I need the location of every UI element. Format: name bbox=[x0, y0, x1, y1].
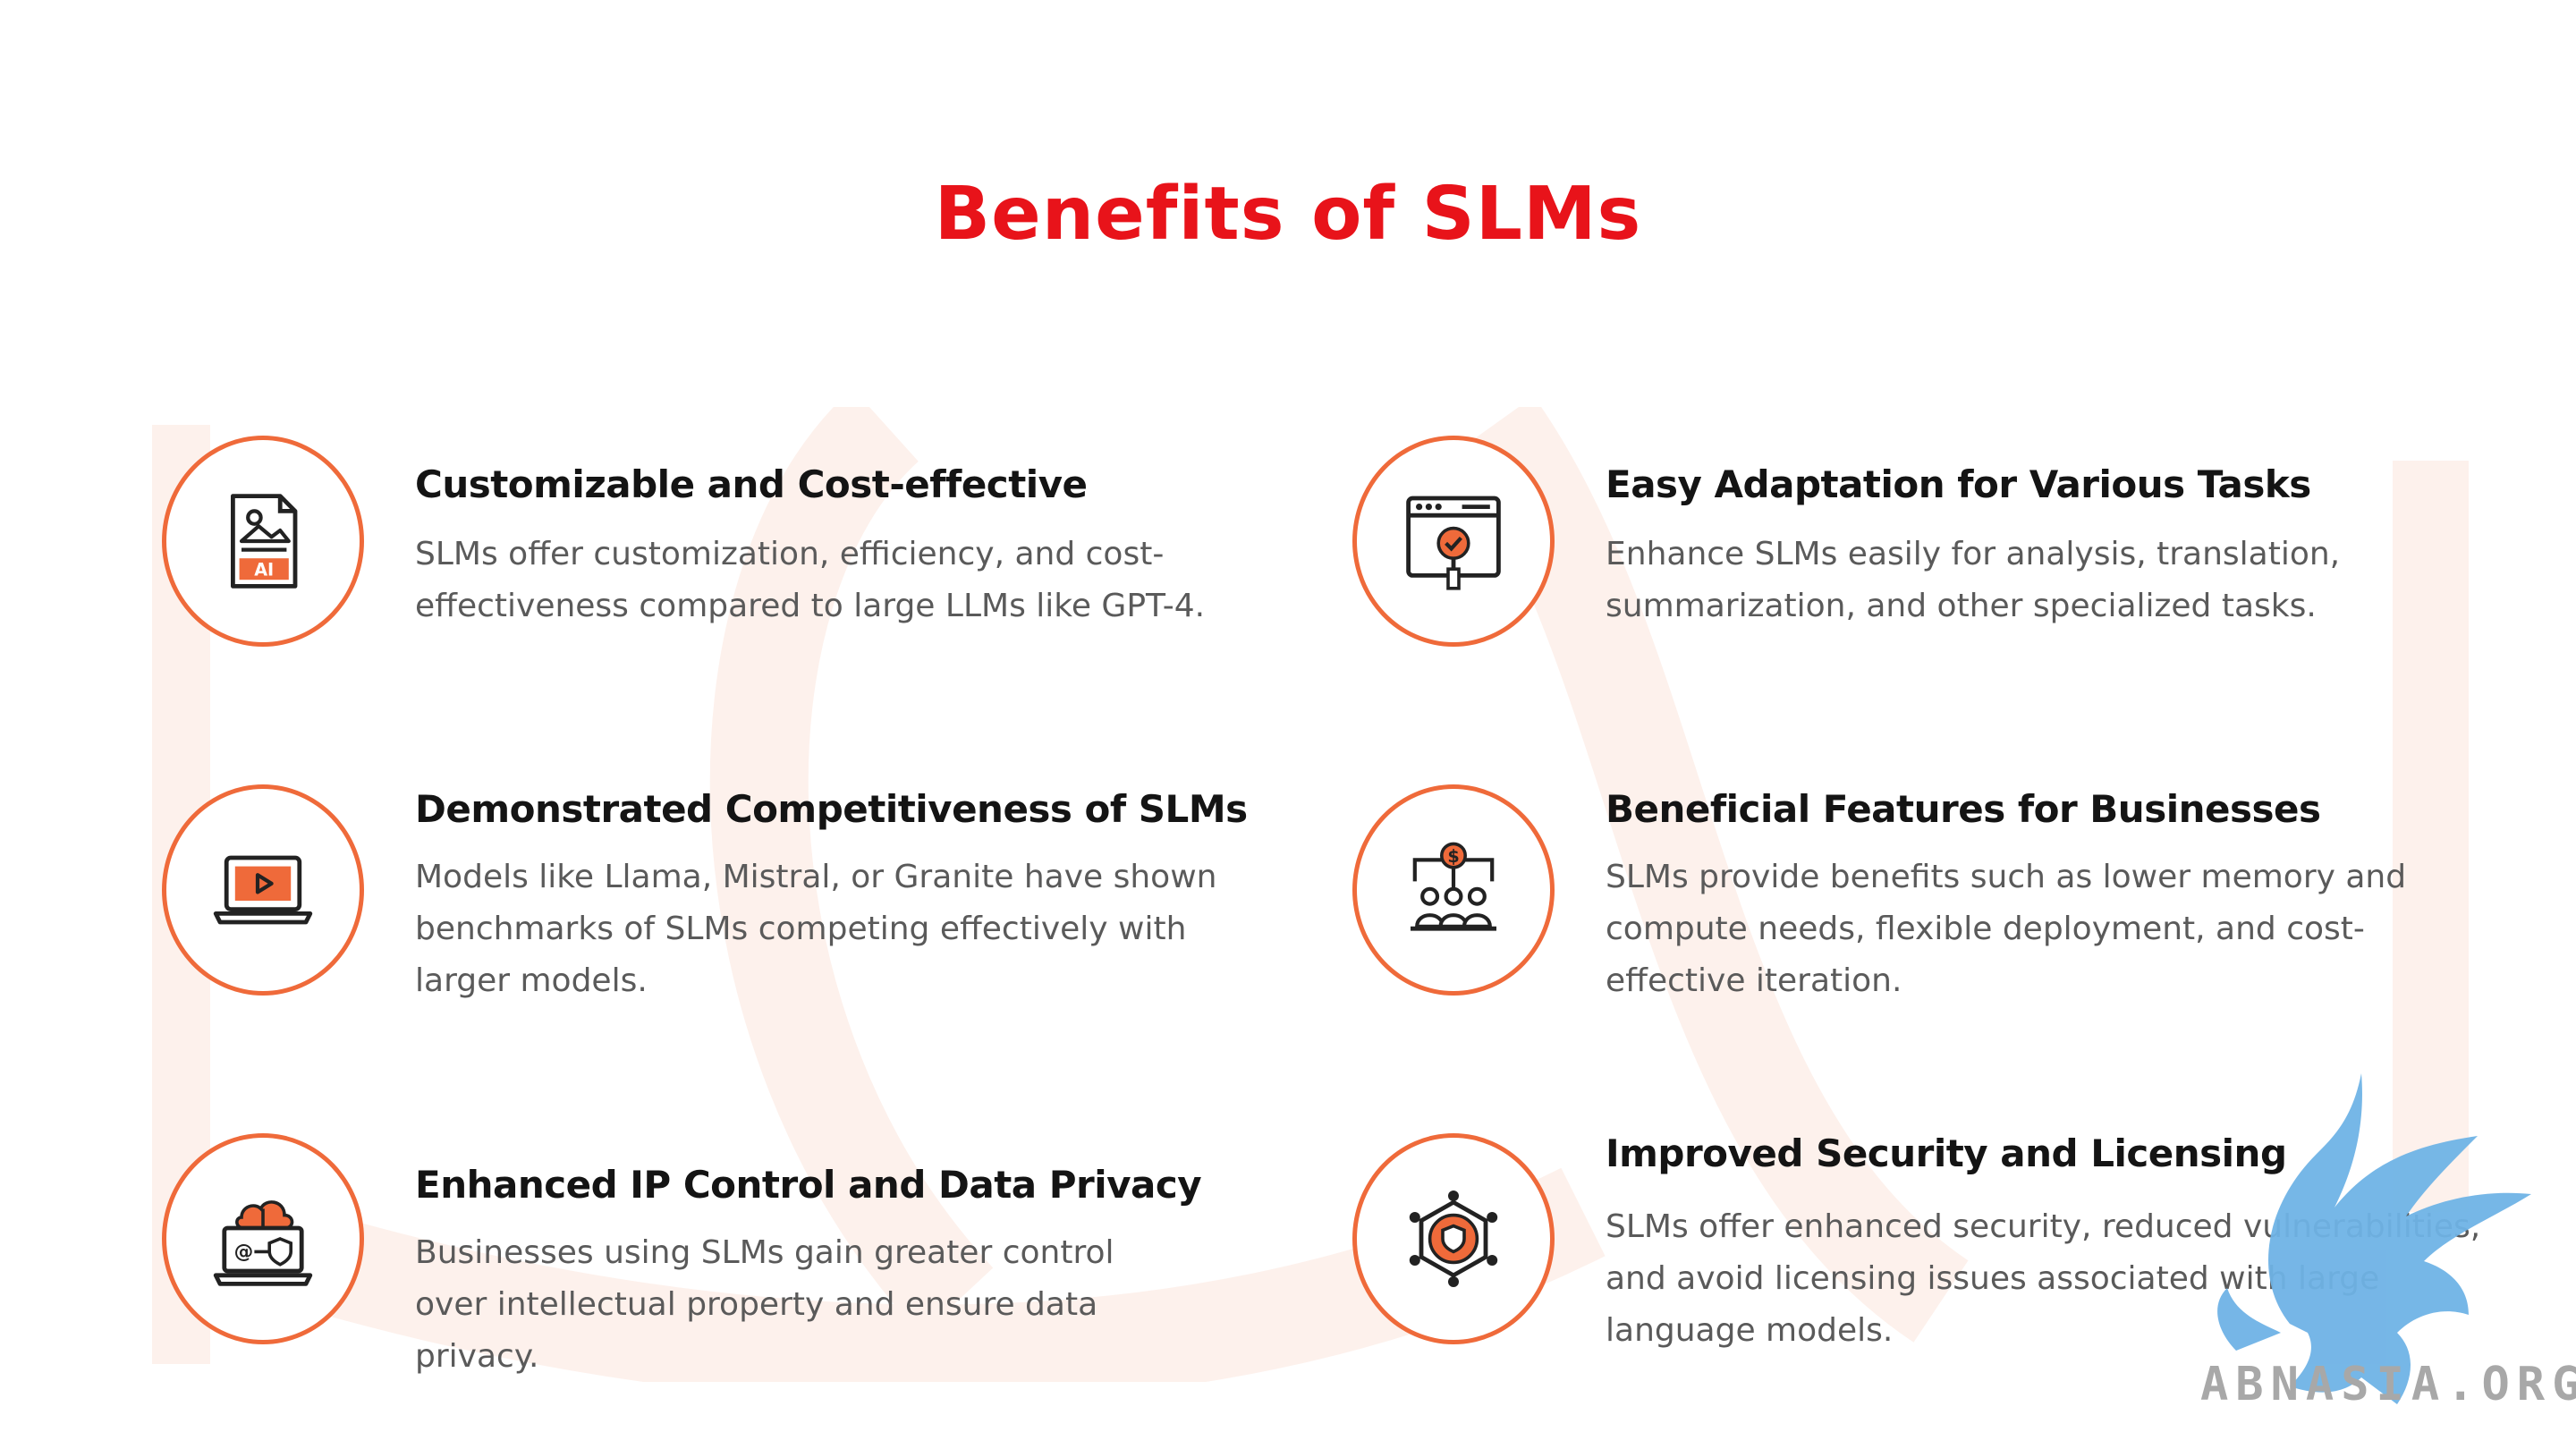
ai-label: AI bbox=[254, 559, 274, 580]
laptop-play-icon bbox=[213, 855, 313, 925]
icon-circle: $ bbox=[1352, 784, 1555, 996]
page-title: Benefits of SLMs bbox=[934, 172, 1642, 257]
laptop-cloud-shield-icon: @ bbox=[213, 1200, 313, 1286]
item-title: Demonstrated Competitiveness of SLMs bbox=[415, 787, 1248, 831]
business-people-icon: $ bbox=[1411, 842, 1496, 931]
item-description: SLMs provide benefits such as lower memo… bbox=[1606, 859, 2407, 999]
icon-circle bbox=[162, 784, 364, 996]
item-title: Enhanced IP Control and Data Privacy bbox=[415, 1163, 1202, 1207]
item-description: Enhance SLMs easily for analysis, transl… bbox=[1606, 536, 2341, 624]
at-sign: @ bbox=[234, 1241, 254, 1264]
item-title: Improved Security and Licensing bbox=[1606, 1131, 2287, 1175]
ai-image-file-icon: AI bbox=[231, 494, 298, 589]
icon-circle bbox=[1352, 1133, 1555, 1344]
item-title: Easy Adaptation for Various Tasks bbox=[1606, 462, 2311, 506]
item-description: SLMs offer customization, efficiency, an… bbox=[415, 536, 1206, 624]
icon-circle: AI bbox=[162, 436, 364, 647]
icon-circle bbox=[1352, 436, 1555, 647]
item-title: Beneficial Features for Businesses bbox=[1606, 787, 2321, 831]
item-description: Businesses using SLMs gain greater contr… bbox=[415, 1234, 1114, 1375]
item-description: Models like Llama, Mistral, or Granite h… bbox=[415, 859, 1217, 999]
griffin-logo-icon bbox=[2217, 1073, 2531, 1404]
item-title: Customizable and Cost-effective bbox=[415, 462, 1088, 506]
browser-checkmark-icon bbox=[1406, 496, 1501, 590]
watermark-text: ABNASIA.ORG bbox=[2200, 1358, 2576, 1411]
network-shield-icon bbox=[1409, 1191, 1498, 1287]
icon-circle: @ bbox=[162, 1133, 364, 1344]
dollar-label: $ bbox=[1447, 846, 1459, 867]
